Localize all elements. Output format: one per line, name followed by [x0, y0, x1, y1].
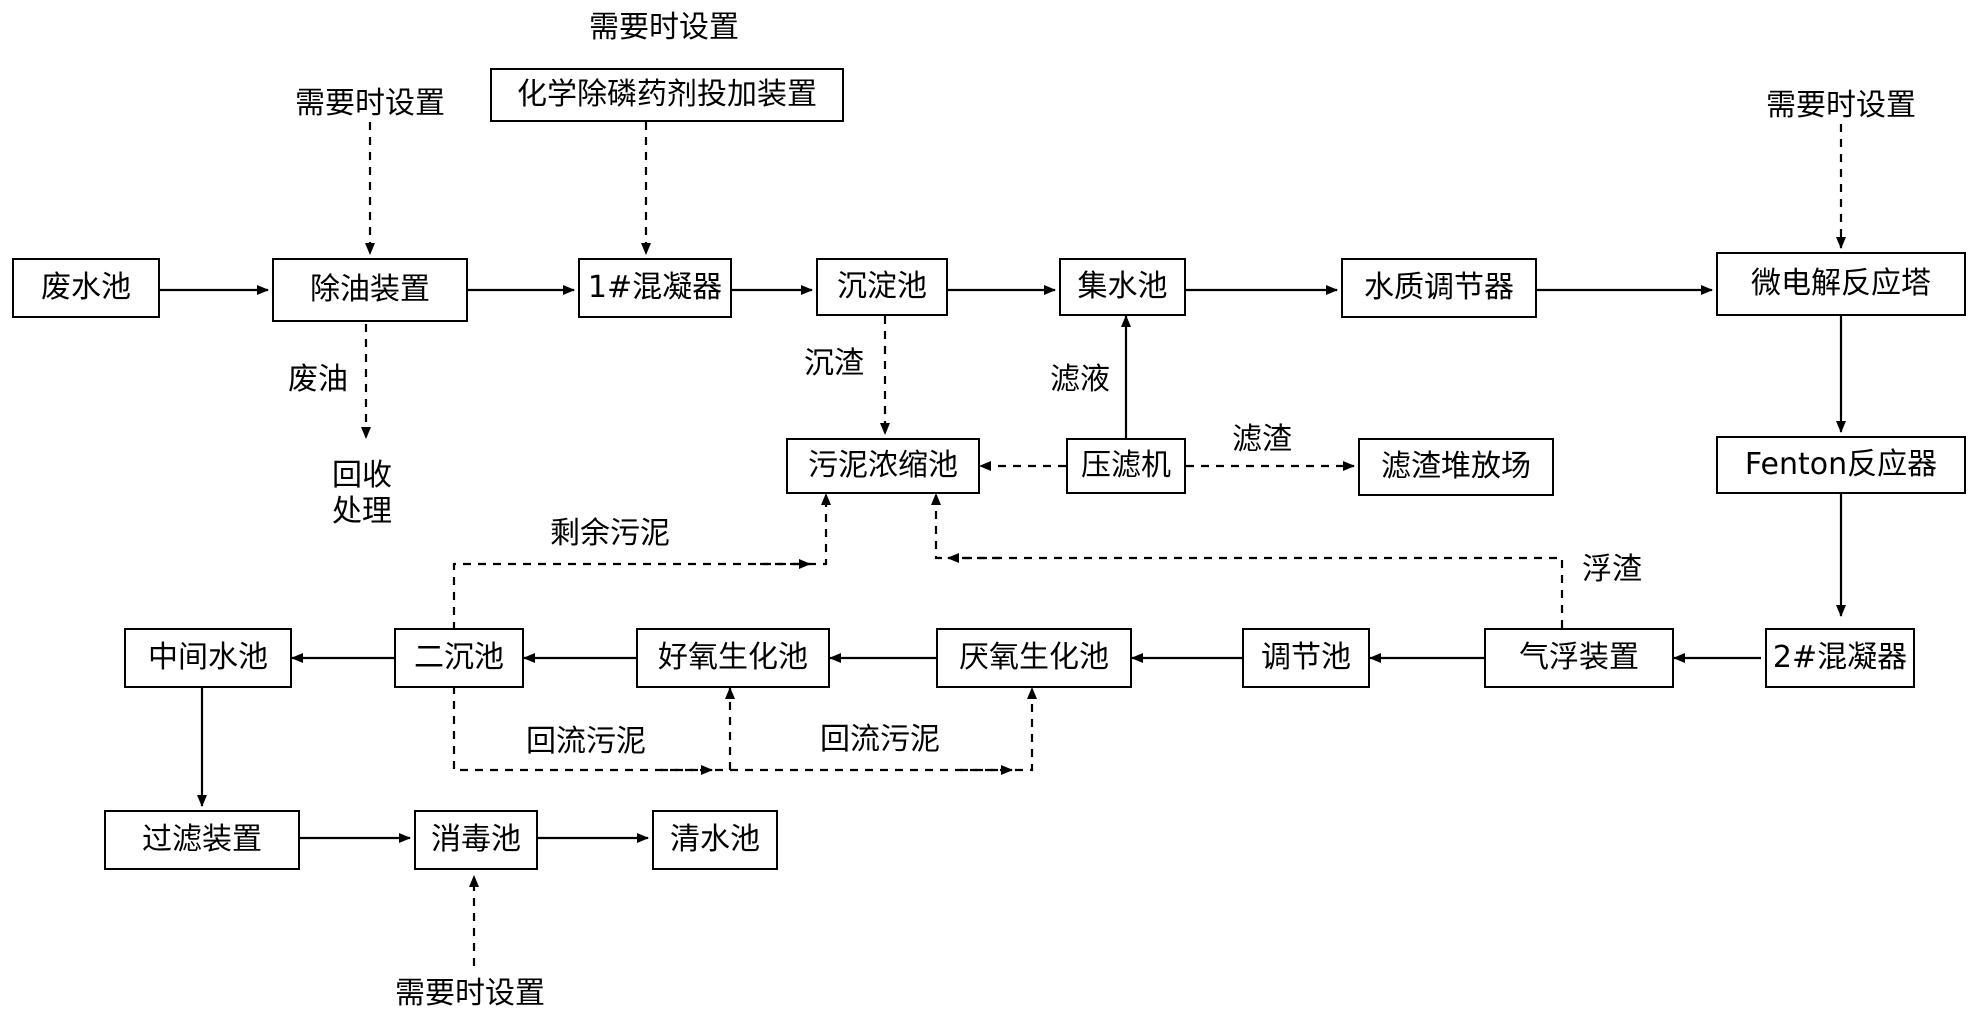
- edge-scum: [931, 493, 1564, 628]
- label-excess-sludge: 剩余污泥: [550, 516, 670, 551]
- node-secondary-sedimentation: 二沉池: [394, 628, 524, 688]
- node-filter-device: 过滤装置: [104, 810, 300, 870]
- edge-excess-sludge: [452, 493, 831, 630]
- node-regulating-tank: 调节池: [1242, 628, 1370, 688]
- label-recovery-line2: 处理: [332, 494, 392, 529]
- node-wastewater-tank: 废水池: [12, 258, 160, 318]
- node-sludge-thickener: 污泥浓缩池: [786, 438, 980, 494]
- label-scum: 浮渣: [1582, 552, 1642, 587]
- node-oil-removal: 除油装置: [272, 258, 468, 322]
- label-return-sludge-1: 回流污泥: [526, 724, 646, 759]
- label-set-when-needed-oil: 需要时设置: [295, 86, 445, 121]
- node-intermediate-tank: 中间水池: [124, 628, 292, 688]
- label-waste-oil: 废油: [288, 362, 348, 397]
- node-collection-tank: 集水池: [1059, 258, 1186, 316]
- label-recovery-line1: 回收: [332, 458, 392, 493]
- edge-return-sludge-2: [730, 687, 1037, 772]
- node-clear-water-tank: 清水池: [652, 810, 778, 870]
- node-aerobic-tank: 好氧生化池: [636, 628, 830, 688]
- label-return-sludge-2: 回流污泥: [820, 722, 940, 757]
- label-set-when-needed-dosing: 需要时设置: [589, 10, 739, 45]
- node-sedimentation-tank: 沉淀池: [816, 258, 948, 316]
- label-filter-residue: 滤渣: [1232, 422, 1292, 457]
- node-air-flotation: 气浮装置: [1484, 628, 1674, 688]
- node-disinfection-tank: 消毒池: [414, 810, 538, 870]
- node-phosphorus-dosing: 化学除磷药剂投加装置: [490, 68, 844, 122]
- label-set-when-needed-disinfect: 需要时设置: [395, 976, 545, 1011]
- label-filtrate: 滤液: [1050, 362, 1110, 397]
- node-anaerobic-tank: 厌氧生化池: [936, 628, 1132, 688]
- node-water-quality-regulator: 水质调节器: [1341, 258, 1537, 318]
- node-fenton-reactor: Fenton反应器: [1716, 436, 1966, 494]
- label-set-when-needed-micro: 需要时设置: [1766, 88, 1916, 123]
- node-filter-residue-yard: 滤渣堆放场: [1358, 438, 1554, 496]
- node-coagulator-2: 2#混凝器: [1765, 628, 1915, 688]
- node-coagulator-1: 1#混凝器: [578, 258, 732, 318]
- node-micro-electrolysis-tower: 微电解反应塔: [1716, 252, 1966, 316]
- node-filter-press: 压滤机: [1066, 438, 1186, 494]
- label-sediment: 沉渣: [804, 346, 864, 381]
